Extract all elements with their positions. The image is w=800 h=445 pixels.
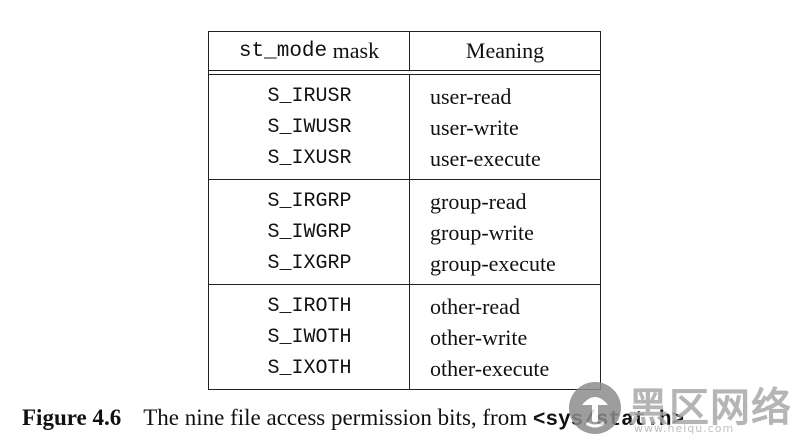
table-row: S_IXOTH other-execute <box>209 353 600 384</box>
header-mask: st_mode mask <box>209 32 410 70</box>
table-row: S_IRUSR user-read <box>209 81 600 112</box>
watermark: 黑区网络 www.heiqu.com <box>568 378 793 438</box>
watermark-subtext: www.heiqu.com <box>634 422 735 435</box>
meaning-cell: user-write <box>430 114 519 140</box>
watermark-logo-icon <box>569 382 621 434</box>
table-row: S_IWOTH other-write <box>209 322 600 353</box>
watermark-text: 黑区网络 <box>628 385 792 431</box>
table-row: S_IXUSR user-execute <box>209 143 600 174</box>
table-header-row: st_mode mask Meaning <box>209 32 600 71</box>
meaning-cell: other-read <box>430 293 520 319</box>
figure-number: Figure 4.6 <box>22 405 122 430</box>
mask-cell: S_IWOTH <box>267 326 352 349</box>
table-group-other: S_IROTH other-read S_IWOTH other-write S… <box>209 285 600 389</box>
mask-cell: S_IXOTH <box>267 357 352 380</box>
table-row: S_IRGRP group-read <box>209 186 600 217</box>
table-row: S_IXGRP group-execute <box>209 248 600 279</box>
mask-cell: S_IROTH <box>267 295 352 318</box>
header-mask-word: mask <box>327 38 380 63</box>
mask-cell: S_IXGRP <box>267 252 352 275</box>
mask-cell: S_IXUSR <box>267 147 352 170</box>
table-row: S_IWGRP group-write <box>209 217 600 248</box>
header-meaning: Meaning <box>465 38 545 63</box>
meaning-cell: user-execute <box>430 145 541 171</box>
mask-cell: S_IWGRP <box>267 221 352 244</box>
meaning-cell: group-write <box>430 219 534 245</box>
caption-text: The nine file access permission bits, fr… <box>143 405 533 430</box>
meaning-cell: group-read <box>430 188 527 214</box>
table-group-user: S_IRUSR user-read S_IWUSR user-write S_I… <box>209 75 600 180</box>
table-row: S_IWUSR user-write <box>209 112 600 143</box>
mask-cell: S_IWUSR <box>267 116 352 139</box>
meaning-cell: other-execute <box>430 355 550 381</box>
meaning-cell: other-write <box>430 324 528 350</box>
mask-cell: S_IRGRP <box>267 190 352 213</box>
meaning-cell: group-execute <box>430 250 556 276</box>
table-group-group: S_IRGRP group-read S_IWGRP group-write S… <box>209 180 600 285</box>
header-mask-code: st_mode <box>238 39 328 63</box>
table-row: S_IROTH other-read <box>209 291 600 322</box>
header-double-rule <box>209 71 600 75</box>
meaning-cell: user-read <box>430 83 512 109</box>
permission-bits-table: st_mode mask Meaning S_IRUSR user-read S… <box>208 31 601 390</box>
figure-caption: Figure 4.6 The nine file access permissio… <box>22 405 684 432</box>
mask-cell: S_IRUSR <box>267 85 352 108</box>
